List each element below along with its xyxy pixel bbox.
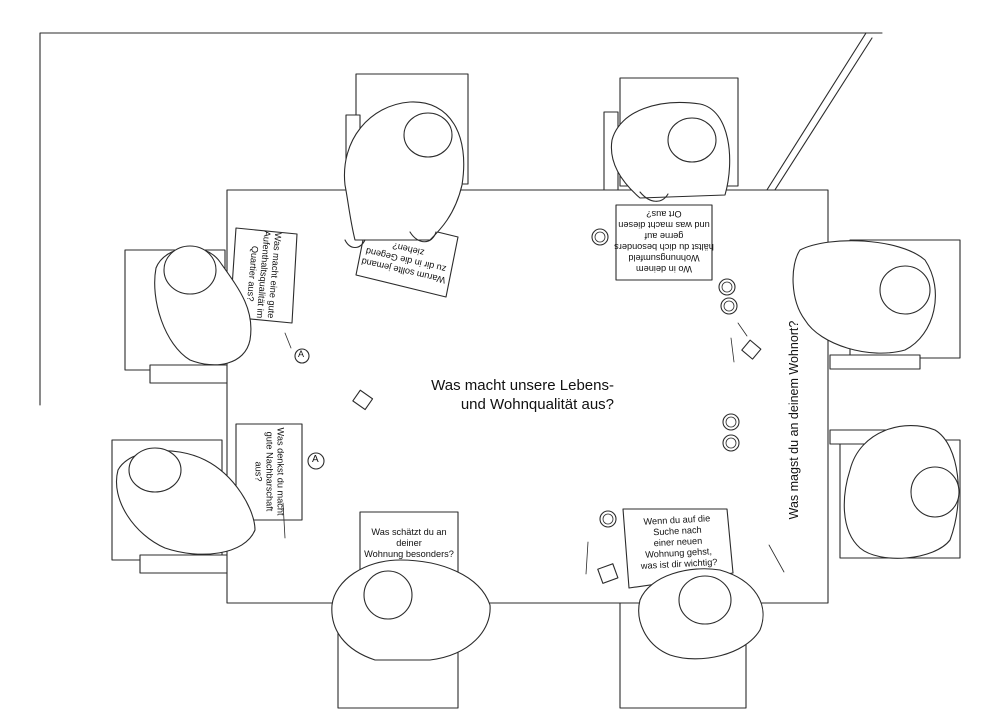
- participants: [116, 101, 960, 661]
- card-text-top-right: Wo in deinem Wohnungsumfeld hältst du di…: [614, 209, 714, 274]
- side-question: Was magst du an deinem Wohnort?: [787, 320, 801, 520]
- main-question: Was macht unsere Lebens- und Wohnqualitä…: [418, 376, 614, 414]
- card-top-right: [615, 204, 713, 281]
- main-question-line2: und Wohnqualität aus?: [460, 396, 614, 413]
- badge-a-top: A: [298, 349, 305, 359]
- badge-a-bottom: A: [312, 454, 319, 465]
- badges: [294, 348, 325, 470]
- main-question-line1: Was macht unsere Lebens-: [431, 377, 614, 394]
- card-text-left-bottom: Was denkst du macht gute Nachbarschaft a…: [253, 427, 286, 516]
- card-text-bottom-center: Was schätzt du an deiner Wohnung besonde…: [364, 527, 454, 559]
- room-wall: [39, 32, 883, 406]
- stationery: [282, 322, 785, 584]
- card-text-bottom-right: Wenn du auf die Suche nach einer neuen W…: [640, 513, 718, 571]
- cups: [591, 228, 740, 528]
